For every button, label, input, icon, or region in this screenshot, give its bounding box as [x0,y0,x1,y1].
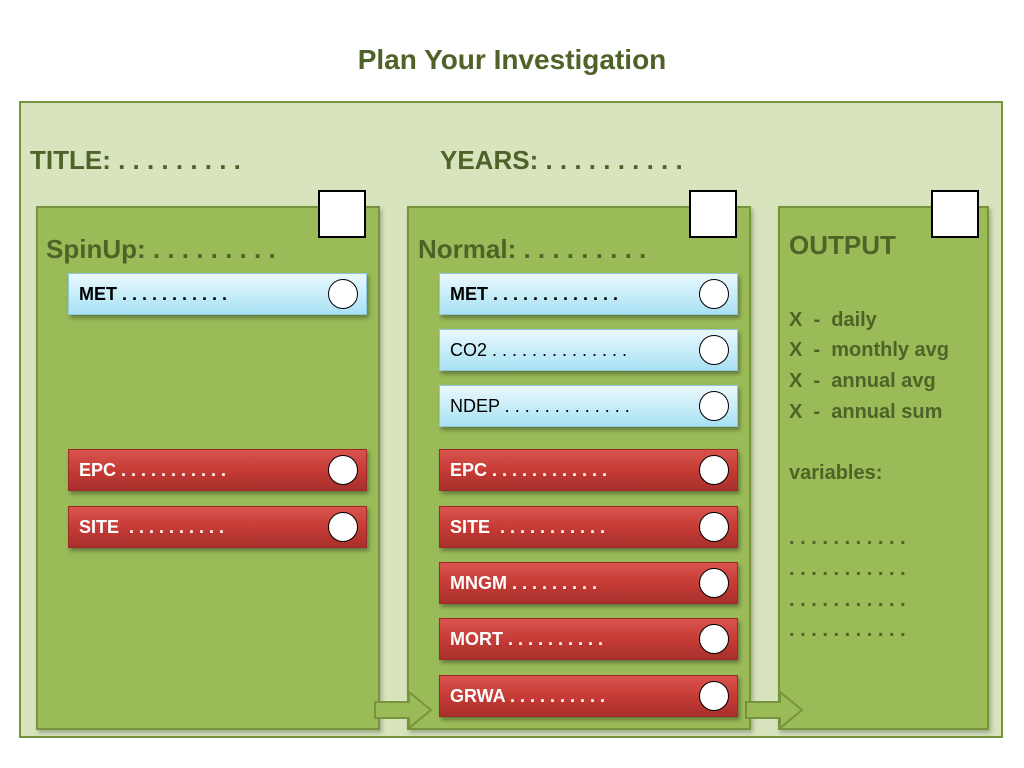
normal-mngm-item[interactable]: MNGM . . . . . . . . . [439,562,738,604]
spinup-epc-item[interactable]: EPC . . . . . . . . . . . [68,449,367,491]
variable-line[interactable]: . . . . . . . . . . . [789,589,906,611]
variable-line[interactable]: . . . . . . . . . . . [789,527,906,549]
flow-arrow-icon [745,690,804,730]
item-label: SITE . . . . . . . . . . [79,516,225,537]
item-label: NDEP . . . . . . . . . . . . . [450,395,630,416]
output-panel [778,206,989,730]
normal-co2-item[interactable]: CO2 . . . . . . . . . . . . . . [439,329,738,371]
item-label: EPC . . . . . . . . . . . [79,459,227,480]
item-label: CO2 . . . . . . . . . . . . . . [450,339,628,360]
normal-met-item[interactable]: MET . . . . . . . . . . . . . [439,273,738,315]
normal-epc-item[interactable]: EPC . . . . . . . . . . . . [439,449,738,491]
normal-mngm-radio[interactable] [699,568,729,598]
spinup-site-item[interactable]: SITE . . . . . . . . . . [68,506,367,548]
variable-line[interactable]: . . . . . . . . . . . [789,619,906,641]
normal-met-radio[interactable] [699,279,729,309]
normal-mort-item[interactable]: MORT . . . . . . . . . . [439,618,738,660]
item-label: MET . . . . . . . . . . . [79,283,228,304]
normal-site-item[interactable]: SITE . . . . . . . . . . . [439,506,738,548]
normal-label: Normal: . . . . . . . . . [418,234,647,264]
output-option-annual-sum[interactable]: X - annual sum [789,401,943,423]
item-label: EPC . . . . . . . . . . . . [450,459,608,480]
item-label: MORT . . . . . . . . . . [450,628,604,649]
output-option-annual-avg[interactable]: X - annual avg [789,370,936,392]
normal-grwa-radio[interactable] [699,681,729,711]
output-option-daily[interactable]: X - daily [789,309,877,331]
flow-arrow-icon [374,690,433,730]
variable-line[interactable]: . . . . . . . . . . . [789,558,906,580]
spinup-met-item[interactable]: MET . . . . . . . . . . . [68,273,367,315]
normal-site-radio[interactable] [699,512,729,542]
spinup-site-radio[interactable] [328,512,358,542]
title-field-label[interactable]: TITLE: . . . . . . . . . [30,145,241,175]
normal-mort-radio[interactable] [699,624,729,654]
normal-ndep-radio[interactable] [699,391,729,421]
output-label: OUTPUT [789,230,896,260]
page-title: Plan Your Investigation [357,44,667,75]
spinup-met-radio[interactable] [328,279,358,309]
normal-grwa-item[interactable]: GRWA . . . . . . . . . . [439,675,738,717]
normal-checkbox[interactable] [689,190,737,238]
item-label: GRWA . . . . . . . . . . [450,685,606,706]
normal-co2-radio[interactable] [699,335,729,365]
variables-label: variables: [789,462,883,484]
item-label: SITE . . . . . . . . . . . [450,516,606,537]
spinup-label: SpinUp: . . . . . . . . . [46,234,276,264]
normal-ndep-item[interactable]: NDEP . . . . . . . . . . . . . [439,385,738,427]
output-option-monthly[interactable]: X - monthly avg [789,339,950,361]
output-checkbox[interactable] [931,190,979,238]
item-label: MET . . . . . . . . . . . . . [450,283,619,304]
spinup-epc-radio[interactable] [328,455,358,485]
item-label: MNGM . . . . . . . . . [450,572,598,593]
spinup-checkbox[interactable] [318,190,366,238]
normal-epc-radio[interactable] [699,455,729,485]
years-field-label[interactable]: YEARS: . . . . . . . . . . [440,145,683,175]
